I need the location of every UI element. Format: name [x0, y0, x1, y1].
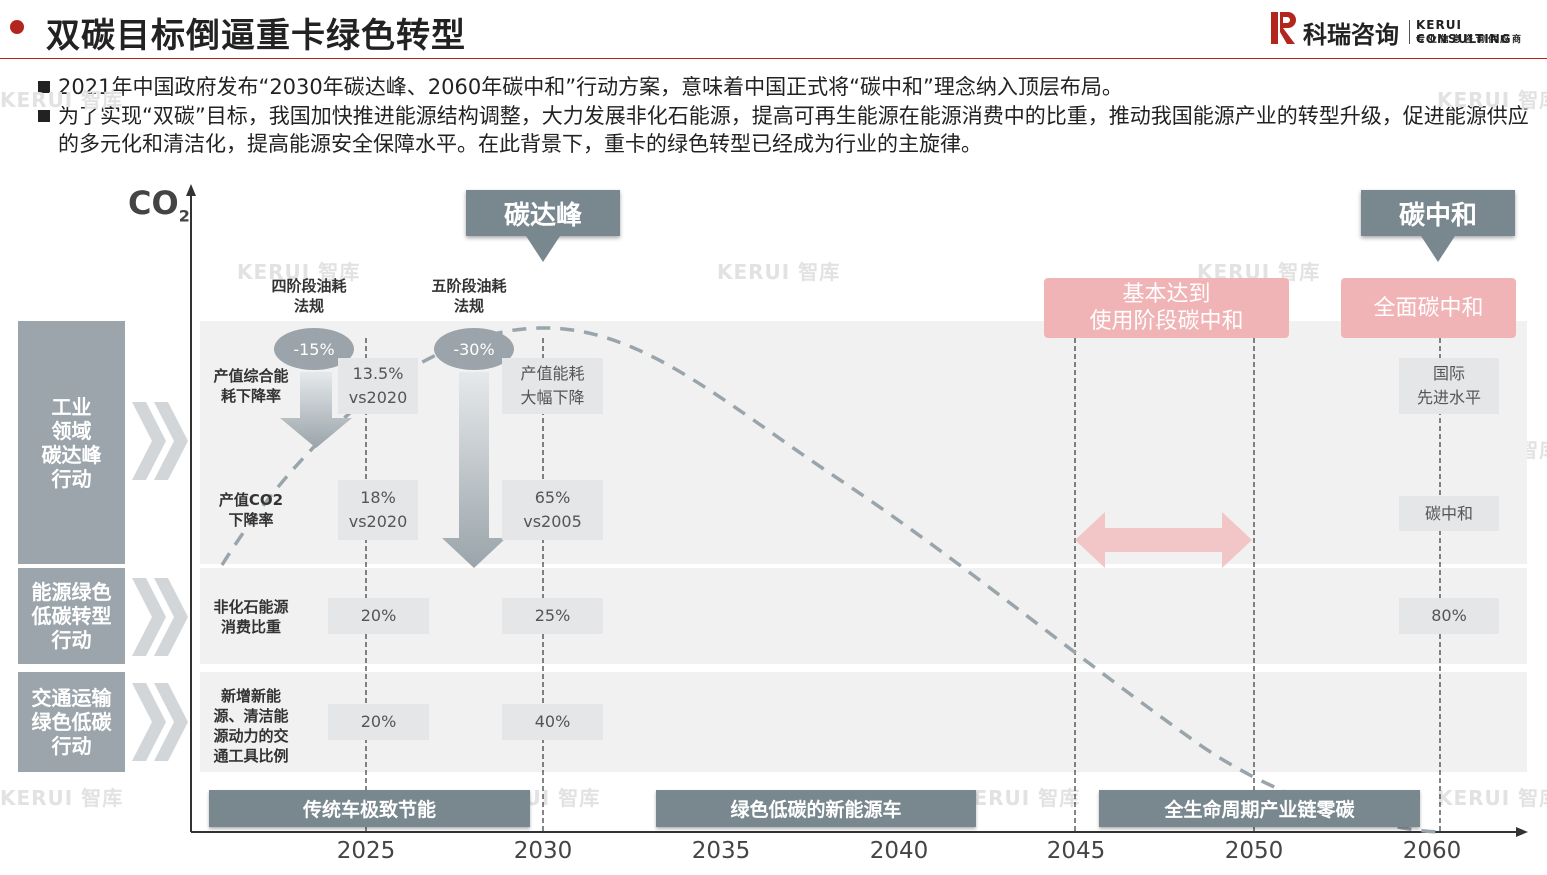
watermark: KERUI 智库: [0, 88, 124, 112]
x-tick-2035: 2035: [691, 838, 751, 864]
x-tick-2060: 2060: [1402, 838, 1462, 864]
cell-nonfossil-2060: 80%: [1399, 598, 1499, 634]
row-label-energy-intensity: 产值综合能 耗下降率: [213, 367, 289, 405]
cell-nonfossil-2025: 20%: [328, 598, 429, 634]
banner-down-arrow-icon: [526, 236, 560, 262]
watermark: KERUI 智库: [237, 260, 361, 284]
title-bullet-dot: [10, 20, 24, 34]
x-tick-2025: 2025: [336, 838, 396, 864]
cell-nev-2025: 20%: [328, 704, 429, 740]
x-tick-2050: 2050: [1224, 838, 1284, 864]
logo-english-name: KERUI CONSULTING: [1416, 18, 1512, 46]
reduction-badge-15: -15%: [274, 328, 354, 370]
watermark: KERUI 智库: [1437, 786, 1547, 810]
band-industry: [200, 321, 1527, 564]
reduction-badge-30: -30%: [434, 328, 514, 370]
x-axis-arrow: [1516, 827, 1528, 837]
milestone-basic-neutral: 基本达到 使用阶段碳中和: [1044, 278, 1289, 338]
logo-tagline: 专业信息咨询供应商: [1416, 35, 1525, 45]
kerui-logo-icon: [1271, 12, 1296, 44]
y-axis-label: CO2: [128, 184, 190, 226]
category-industry: 工业 领域 碳达峰 行动: [18, 321, 125, 564]
cell-co2-2025: 18% vs2020: [338, 480, 418, 540]
logo-separator: [1409, 20, 1410, 44]
category-transport: 交通运输 绿色低碳 行动: [18, 672, 125, 772]
logo-chinese-name: 科瑞咨询: [1303, 21, 1399, 49]
row-label-co2-intensity: 产值CO2 下降率: [218, 491, 284, 529]
bullet-square-icon: [38, 81, 50, 93]
watermark: KERUI 智库: [957, 786, 1081, 810]
y-axis-arrow: [186, 184, 196, 196]
watermark: KERUI 智库: [0, 786, 124, 810]
bullet-1: 2021年中国政府发布“2030年碳达峰、2060年碳中和”行动方案，意味着中国…: [38, 73, 1528, 101]
x-tick-2045: 2045: [1046, 838, 1106, 864]
bullet-2: 为了实现“双碳”目标，我国加快推进能源结构调整，大力发展非化石能源，提高可再生能…: [38, 102, 1538, 158]
law-stage4-label: 四阶段油耗 法规: [271, 277, 347, 315]
banner-carbon-peak: 碳达峰: [466, 190, 620, 236]
down-arrow-icon: [442, 372, 506, 568]
banner-carbon-neutral: 碳中和: [1361, 190, 1515, 236]
row-label-nonfossil-share: 非化石能源 消费比重: [213, 598, 289, 636]
down-arrow-icon: [280, 372, 352, 448]
cell-co2-2030: 65% vs2005: [502, 480, 603, 540]
stage-green-new-energy: 绿色低碳的新能源车: [656, 790, 976, 827]
chevron-right-icon: [132, 683, 188, 761]
stage-traditional-efficiency: 传统车极致节能: [209, 790, 530, 827]
milestone-full-neutral: 全面碳中和: [1341, 278, 1516, 338]
chevron-right-icon: [132, 402, 188, 480]
double-arrow-icon: [1075, 512, 1252, 568]
bullet-square-icon: [38, 110, 50, 122]
row-label-new-energy-vehicles: 新增新能 源、清洁能 源动力的交 通工具比例: [213, 687, 289, 765]
cell-co2-2060: 碳中和: [1399, 496, 1499, 531]
banner-down-arrow-icon: [1421, 236, 1455, 262]
watermark: KERUI 智库: [1437, 88, 1547, 112]
header-divider: [0, 58, 1547, 59]
x-tick-2040: 2040: [869, 838, 929, 864]
page-title: 双碳目标倒逼重卡绿色转型: [46, 16, 466, 56]
watermark: KERUI 智库: [717, 260, 841, 284]
chevron-right-icon: [132, 578, 188, 656]
category-energy: 能源绿色 低碳转型 行动: [18, 568, 125, 664]
law-stage5-label: 五阶段油耗 法规: [431, 277, 507, 315]
x-tick-2030: 2030: [513, 838, 573, 864]
cell-energy-2025: 13.5% vs2020: [338, 358, 418, 414]
cell-energy-2030: 产值能耗 大幅下降: [502, 358, 603, 414]
cell-energy-2060: 国际 先进水平: [1399, 358, 1499, 414]
stage-lifecycle-zero-carbon: 全生命周期产业链零碳: [1099, 790, 1420, 827]
cell-nev-2030: 40%: [502, 704, 603, 740]
cell-nonfossil-2030: 25%: [502, 598, 603, 634]
